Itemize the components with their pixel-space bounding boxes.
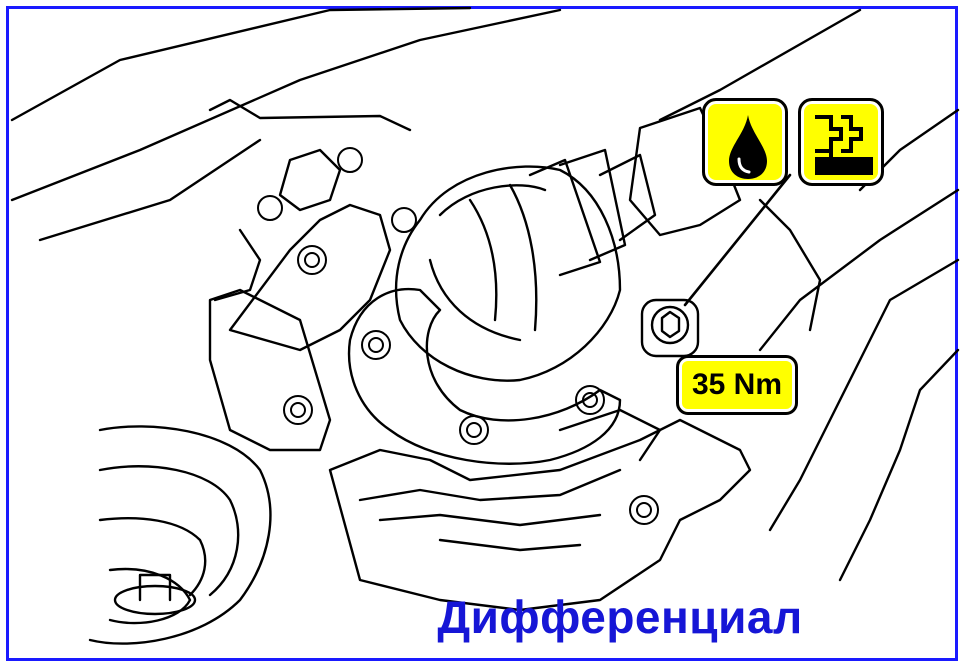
mount-bracket (208, 148, 392, 452)
bolts (257, 147, 659, 525)
diagram-caption: Дифференциал (437, 591, 803, 643)
body-panel-lines (10, 6, 960, 582)
drain-plug (640, 298, 700, 358)
oil-drop-icon (702, 98, 788, 186)
wheel-hub (88, 425, 272, 645)
differential-housing (328, 408, 752, 612)
torque-value: 35 Nm (691, 368, 783, 401)
flange (347, 287, 622, 465)
callout-leader-line (683, 173, 792, 307)
torque-callout: 35 Nm (676, 355, 798, 415)
drain-plug-icon (798, 98, 884, 186)
cv-boot (394, 165, 622, 382)
